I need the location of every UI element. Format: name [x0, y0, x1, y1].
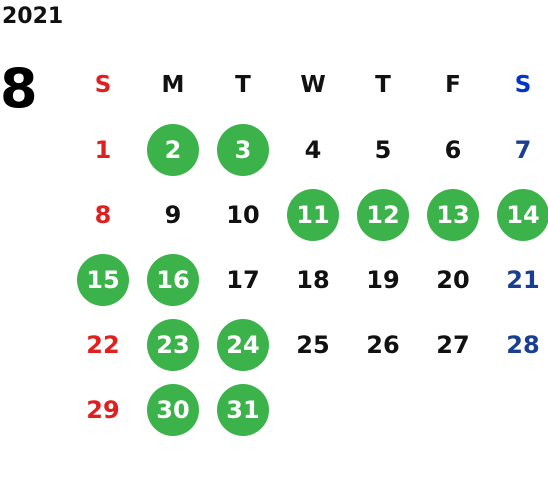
day-number: 9: [164, 200, 182, 229]
highlighted-day-circle: 3: [217, 123, 269, 176]
day-number: 28: [506, 330, 540, 359]
day-cell: 15: [68, 247, 138, 312]
day-cell: 10: [208, 182, 278, 247]
day-number: 18: [296, 265, 330, 294]
day-cell: 6: [418, 117, 488, 182]
highlighted-day-circle: 12: [357, 188, 409, 241]
day-cell: 22: [68, 312, 138, 377]
day-cell: 13: [418, 182, 488, 247]
day-number: 10: [226, 200, 260, 229]
day-cell: 9: [138, 182, 208, 247]
day-number: 4: [304, 135, 322, 164]
weekday-wed: W: [300, 71, 326, 98]
weekday-tue: T: [235, 71, 251, 98]
day-cell: 12: [348, 182, 418, 247]
day-cell: 8: [68, 182, 138, 247]
highlighted-day-circle: 16: [147, 253, 199, 306]
month-number: 8: [0, 57, 38, 120]
day-cell: 24: [208, 312, 278, 377]
day-number: 5: [374, 135, 392, 164]
highlighted-day-circle: 24: [217, 318, 269, 371]
day-number: 20: [436, 265, 470, 294]
highlighted-day-circle: 14: [497, 188, 548, 241]
day-number: 6: [444, 135, 462, 164]
highlighted-day-circle: 30: [147, 383, 199, 436]
day-cell: 18: [278, 247, 348, 312]
day-cell: 19: [348, 247, 418, 312]
highlighted-day-circle: 23: [147, 318, 199, 371]
weekday-fri: F: [445, 71, 461, 98]
day-cell: 20: [418, 247, 488, 312]
highlighted-day-circle: 31: [217, 383, 269, 436]
day-cell: 7: [488, 117, 548, 182]
day-number: 27: [436, 330, 470, 359]
day-number: 7: [514, 135, 532, 164]
highlighted-day-circle: 2: [147, 123, 199, 176]
day-cell: 27: [418, 312, 488, 377]
day-number: 29: [86, 395, 120, 424]
day-cell: 21: [488, 247, 548, 312]
weekday-thu: T: [375, 71, 391, 98]
empty-cell: [488, 377, 548, 442]
day-cell: 29: [68, 377, 138, 442]
day-number: 26: [366, 330, 400, 359]
weekday-sat: S: [514, 71, 532, 98]
empty-cell: [348, 377, 418, 442]
day-cell: 16: [138, 247, 208, 312]
empty-cell: [418, 377, 488, 442]
highlighted-day-circle: 11: [287, 188, 339, 241]
day-number: 8: [94, 200, 112, 229]
empty-cell: [278, 377, 348, 442]
day-cell: 30: [138, 377, 208, 442]
day-number: 25: [296, 330, 330, 359]
day-cell: 4: [278, 117, 348, 182]
weekday-mon: M: [161, 71, 185, 98]
day-cell: 11: [278, 182, 348, 247]
day-number: 21: [506, 265, 540, 294]
day-number: 22: [86, 330, 120, 359]
day-cell: 2: [138, 117, 208, 182]
day-cell: 3: [208, 117, 278, 182]
day-cell: 28: [488, 312, 548, 377]
day-cell: 31: [208, 377, 278, 442]
day-cell: 5: [348, 117, 418, 182]
weekday-sun: S: [94, 71, 112, 98]
day-number: 17: [226, 265, 260, 294]
day-cell: 14: [488, 182, 548, 247]
day-cell: 1: [68, 117, 138, 182]
day-cell: 23: [138, 312, 208, 377]
day-number: 1: [94, 135, 112, 164]
day-cell: 25: [278, 312, 348, 377]
year-label: 2021: [2, 4, 64, 29]
day-cell: 26: [348, 312, 418, 377]
highlighted-day-circle: 15: [77, 253, 129, 306]
day-cell: 17: [208, 247, 278, 312]
day-number: 19: [366, 265, 400, 294]
highlighted-day-circle: 13: [427, 188, 479, 241]
